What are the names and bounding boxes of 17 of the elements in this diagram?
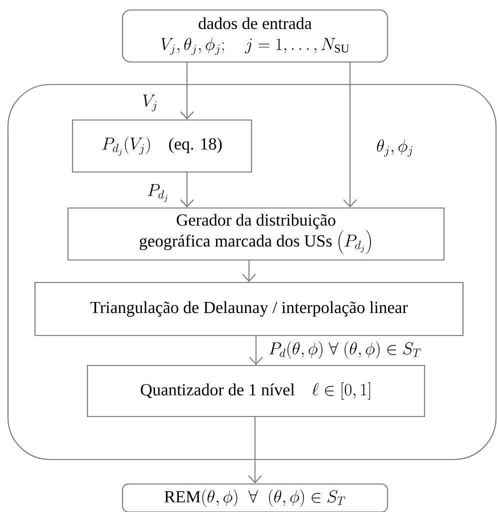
edge-label: $P_{d_j}$: [146, 183, 170, 203]
process-box: Quantizador de 1 nível $\ell \in [0, 1]$: [86, 364, 426, 418]
process-box: Triangulação de Delaunay / interpolação linear: [34, 282, 464, 336]
arrow: [248, 417, 262, 484]
arrow: [249, 336, 263, 365]
arrow: [343, 62, 357, 208]
input-box: dados de entrada $V_j, \theta_j, \phi_j;\quad j = 1, \ldots, N_{\mathrm{SU}}$: [122, 9, 388, 63]
arrow: [242, 260, 256, 282]
edge-label: $V_j$: [141, 94, 159, 112]
process-box: Gerador da distribuição geográfica marcada dos USs $\left(P_{d_j}\right)$: [67, 207, 445, 261]
arrow: [180, 172, 194, 208]
edge-label: $P_d(\theta, \phi)\;\forall\;(\theta, \phi) \in S_T$: [267, 340, 423, 360]
container-box: [7, 84, 497, 460]
output-box: $\mathrm{REM}(\theta, \phi)\;\;\forall\;\;(\theta, \phi) \in S_T$: [122, 483, 388, 512]
arrow: [180, 62, 194, 120]
process-box: $P_{d_j}(V_j)\quad\mbox{(eq. 18)}$: [72, 119, 252, 173]
edge-label: $\theta_j, \phi_j$: [375, 138, 415, 158]
